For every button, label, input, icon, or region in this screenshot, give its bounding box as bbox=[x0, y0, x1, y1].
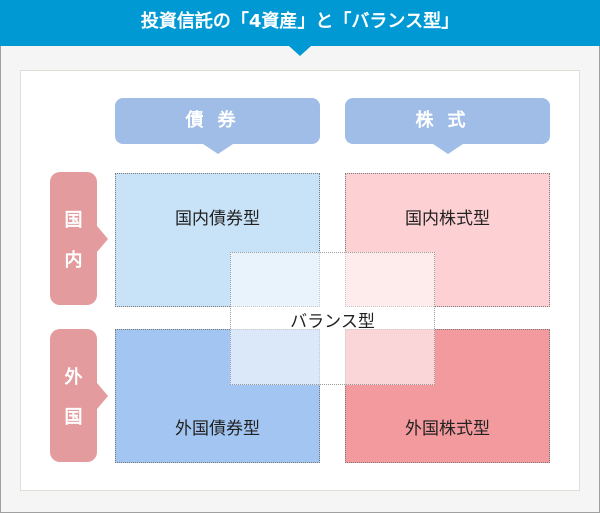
quadrant-label: 外国債券型 bbox=[175, 419, 260, 439]
down-pointer-icon bbox=[203, 144, 233, 154]
row-label-char: 国 bbox=[64, 407, 83, 428]
page-title: 投資信託の「4資産」と「バランス型」 bbox=[140, 11, 460, 32]
column-header-stocks: 株式 bbox=[345, 98, 550, 154]
quadrant-label: 外国株式型 bbox=[405, 419, 490, 439]
balance-type-overlay: バランス型 bbox=[230, 252, 435, 385]
quadrant-label: 国内株式型 bbox=[405, 209, 490, 229]
row-header-domestic: 国 内 bbox=[50, 172, 108, 305]
row-header-foreign: 外 国 bbox=[50, 329, 108, 462]
quadrant-label: 国内債券型 bbox=[175, 209, 260, 229]
column-header-bonds: 債券 bbox=[115, 98, 320, 154]
header-banner: 投資信託の「4資産」と「バランス型」 bbox=[0, 0, 600, 46]
right-pointer-icon bbox=[97, 383, 108, 409]
column-label: 株式 bbox=[415, 110, 480, 131]
header-pointer bbox=[289, 46, 311, 56]
row-label-char: 内 bbox=[64, 250, 83, 271]
row-label-char: 外 bbox=[64, 367, 83, 388]
row-label-char: 国 bbox=[64, 210, 83, 231]
column-label: 債券 bbox=[185, 110, 250, 131]
right-pointer-icon bbox=[97, 226, 108, 252]
balance-label: バランス型 bbox=[290, 312, 375, 332]
down-pointer-icon bbox=[433, 144, 463, 154]
